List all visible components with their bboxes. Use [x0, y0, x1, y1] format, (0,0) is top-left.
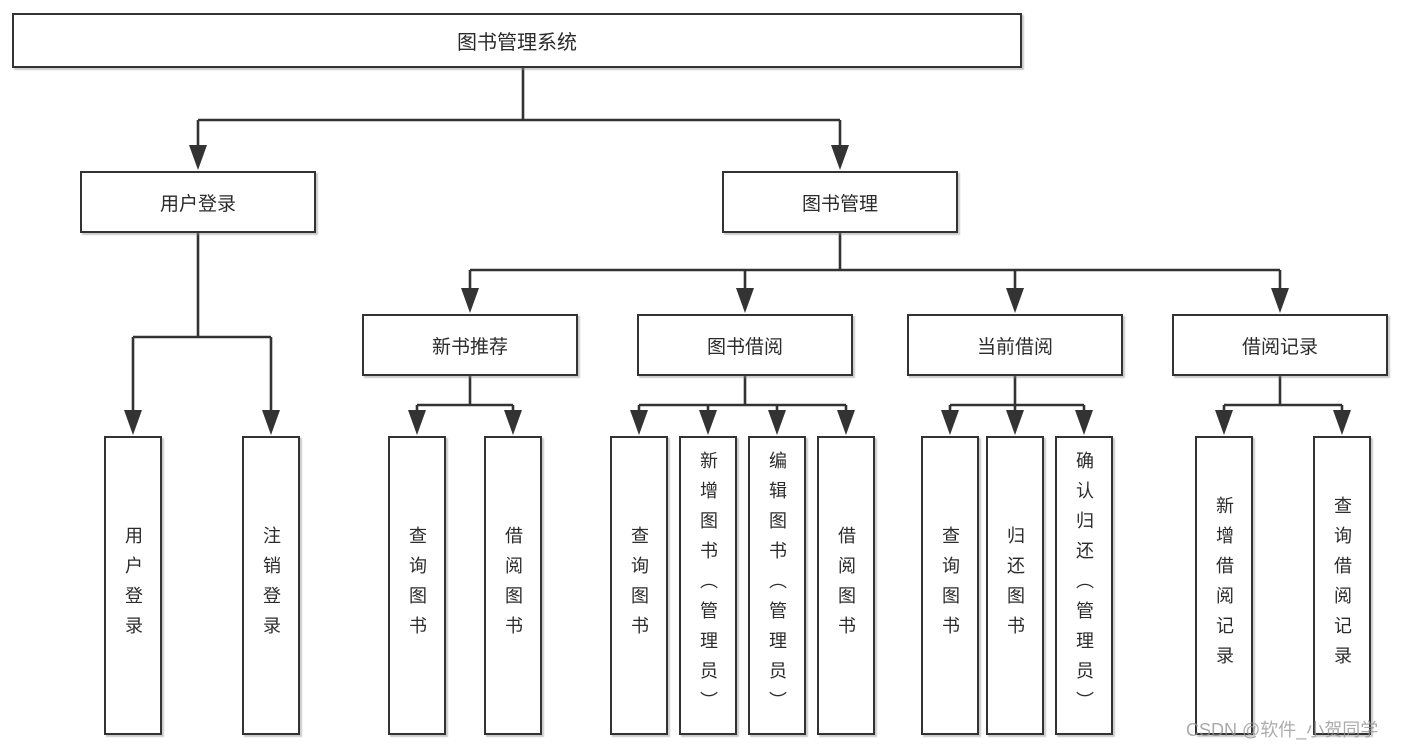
- connector-path: [196, 68, 842, 150]
- arrowhead-icon: [768, 410, 786, 435]
- node-label: 用户登录: [159, 193, 236, 215]
- node-label: 当前借阅: [976, 336, 1053, 358]
- leaf-add-books-admin: 新增图书（管理员）: [679, 436, 737, 735]
- leaf-add-borrow-record: 新增借阅记录: [1195, 436, 1253, 735]
- connector-path: [637, 376, 848, 414]
- leaf-label: 查询图书: [940, 525, 960, 646]
- leaf-label: 新增借阅记录: [1214, 495, 1234, 676]
- arrowhead-icon: [189, 145, 207, 170]
- node-label: 图书管理: [801, 193, 878, 215]
- node-user-login-branch: 用户登录: [80, 171, 316, 233]
- leaf-label: 注销登录: [261, 525, 281, 646]
- leaf-label: 查询图书: [629, 525, 649, 646]
- leaf-query-books-3: 查询图书: [921, 436, 979, 735]
- arrowhead-icon: [1075, 410, 1093, 435]
- leaf-query-books-2: 查询图书: [610, 436, 668, 735]
- leaf-query-books-1: 查询图书: [388, 436, 446, 735]
- leaf-label: 借阅图书: [836, 525, 856, 646]
- leaf-user-login: 用户登录: [104, 436, 162, 735]
- node-root-label: 图书管理系统: [457, 32, 577, 54]
- leaf-edit-books-admin: 编辑图书（管理员）: [748, 436, 806, 735]
- leaf-label: 确认归还（管理员）: [1074, 450, 1094, 721]
- leaf-label: 借阅图书: [503, 525, 523, 646]
- arrowhead-icon: [1006, 288, 1024, 313]
- node-label: 图书借阅: [706, 336, 783, 358]
- connector-path: [1222, 376, 1344, 414]
- leaf-label: 新增图书（管理员）: [698, 450, 718, 721]
- arrowhead-icon: [461, 288, 479, 313]
- leaf-return-books: 归还图书: [986, 436, 1044, 735]
- leaf-label: 查询借阅记录: [1332, 495, 1352, 676]
- leaf-label: 编辑图书（管理员）: [767, 450, 787, 721]
- connector-path: [415, 376, 515, 414]
- arrowhead-icon: [941, 410, 959, 435]
- arrowhead-icon: [1333, 410, 1351, 435]
- connector-path-group: [131, 68, 1344, 414]
- connector-path: [131, 233, 273, 414]
- leaf-label: 查询图书: [407, 525, 427, 646]
- leaf-query-borrow-record: 查询借阅记录: [1313, 436, 1371, 735]
- arrowhead-icon: [837, 410, 855, 435]
- arrowhead-icon: [1271, 288, 1289, 313]
- arrowhead-icon: [1215, 410, 1233, 435]
- arrowhead-icon: [262, 410, 280, 435]
- arrowhead-icon: [630, 410, 648, 435]
- leaf-confirm-return-admin: 确认归还（管理员）: [1055, 436, 1113, 735]
- arrowhead-icon: [736, 288, 754, 313]
- node-current-borrow: 当前借阅: [907, 314, 1123, 376]
- node-book-management: 图书管理: [722, 171, 958, 233]
- node-borrow-records: 借阅记录: [1172, 314, 1388, 376]
- leaf-label: 用户登录: [123, 525, 143, 646]
- connector-path: [468, 233, 1282, 292]
- node-label: 借阅记录: [1241, 336, 1318, 358]
- leaf-logout: 注销登录: [242, 436, 300, 735]
- arrowhead-icon: [831, 145, 849, 170]
- leaf-label: 归还图书: [1005, 525, 1025, 646]
- node-new-book-recommend: 新书推荐: [362, 314, 578, 376]
- connector-path: [948, 376, 1086, 414]
- node-label: 新书推荐: [431, 336, 508, 358]
- arrowhead-icon: [1006, 410, 1024, 435]
- leaf-borrow-books-2: 借阅图书: [817, 436, 875, 735]
- arrowhead-icon: [699, 410, 717, 435]
- arrowhead-icon: [124, 410, 142, 435]
- csdn-watermark: CSDN @软件_小贺同学: [1186, 720, 1379, 740]
- node-book-borrow: 图书借阅: [637, 314, 853, 376]
- arrowhead-group: [124, 145, 1351, 435]
- leaf-borrow-books-1: 借阅图书: [484, 436, 542, 735]
- node-root-system: 图书管理系统: [12, 13, 1022, 68]
- arrowhead-icon: [504, 410, 522, 435]
- arrowhead-icon: [408, 410, 426, 435]
